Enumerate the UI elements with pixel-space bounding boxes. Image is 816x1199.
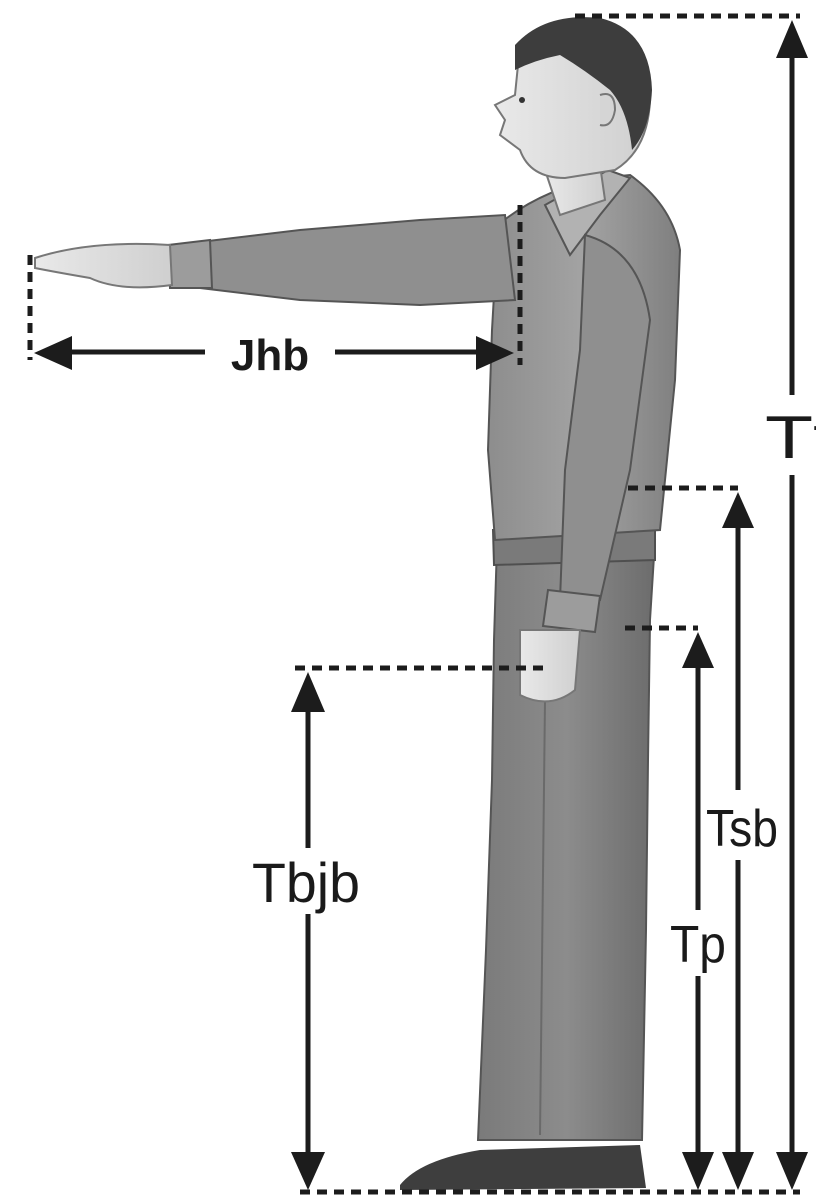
person-illustration <box>35 17 680 1190</box>
label-tt: Tt <box>765 404 816 471</box>
hanging-hand <box>520 630 580 701</box>
label-tsb: Tsb <box>706 800 778 858</box>
eye <box>519 97 525 103</box>
shoe <box>400 1145 646 1190</box>
label-jhb: Jhb <box>231 331 309 380</box>
cuff <box>543 590 600 632</box>
label-tbjb: Tbjb <box>252 851 360 914</box>
arm-cuff <box>168 240 212 288</box>
outstretched-hand <box>35 244 172 287</box>
label-tp: Tp <box>670 916 726 974</box>
outstretched-arm <box>175 215 515 305</box>
